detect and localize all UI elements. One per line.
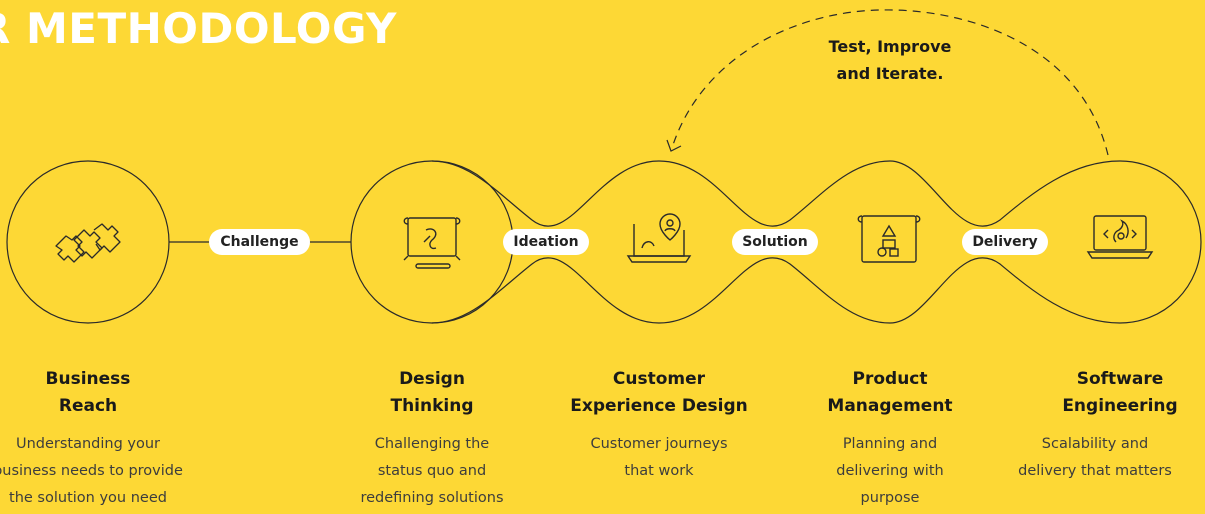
blueprint-shapes-icon: [857, 215, 921, 263]
page-title: R METHODOLOGY: [0, 4, 397, 53]
laptop-location-icon: [626, 213, 692, 263]
delivery-pill: Delivery: [962, 229, 1048, 255]
ideation-pill: Ideation: [503, 229, 589, 255]
wave-top-path: [431, 160, 1202, 324]
challenge-pill: Challenge: [209, 229, 310, 255]
blueprint-pen-icon: [403, 217, 461, 269]
solution-pill: Solution: [732, 229, 818, 255]
iterate-label: Test, Improve and Iterate.: [828, 37, 952, 83]
wave-bottom-path: [431, 257, 1121, 324]
laptop-code-icon: [1086, 215, 1154, 259]
puzzle-icon: [55, 223, 121, 263]
iterate-arrow-head: [666, 139, 682, 152]
